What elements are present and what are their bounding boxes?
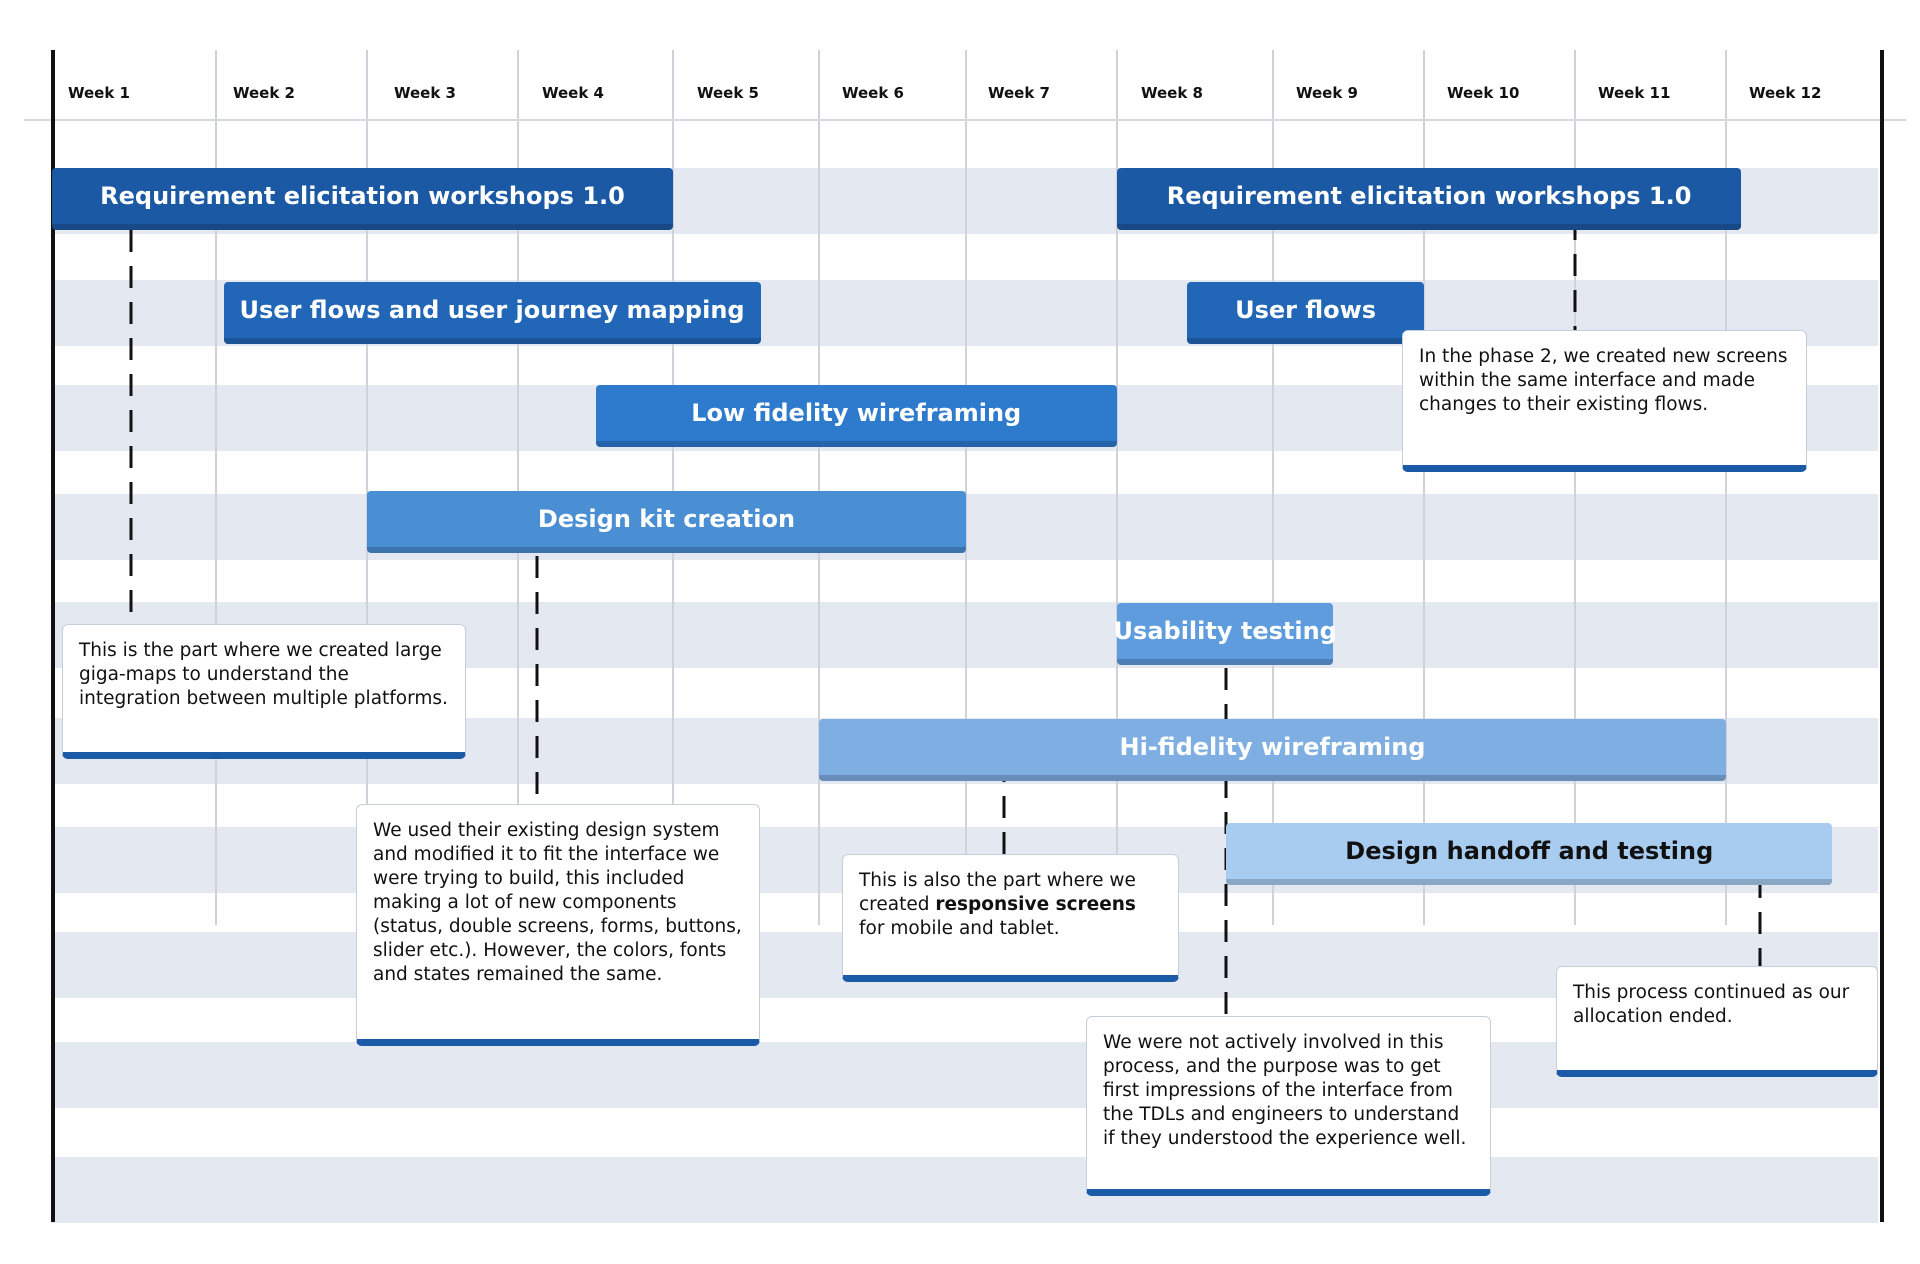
task-bar-label: Usability testing — [1113, 617, 1337, 645]
task-bar-label: User flows — [1235, 296, 1377, 324]
annotation-text: This process continued as our allocation… — [1573, 982, 1850, 1027]
task-bar[interactable]: Usability testing — [1114, 603, 1337, 665]
annotation-text: In the phase 2, we created new screens w… — [1419, 346, 1788, 415]
task-bar[interactable]: Requirement elicitation workshops 1.0 — [1117, 168, 1742, 230]
task-bar-label: Hi-fidelity wireframing — [1119, 733, 1426, 761]
task-bar-label: Requirement elicitation workshops 1.0 — [100, 182, 625, 210]
week-label: Week 8 — [1141, 84, 1203, 102]
annotation-allocation: This process continued as our allocation… — [1556, 966, 1878, 1077]
annotation-giga-maps: This is the part where we created large … — [62, 624, 466, 759]
week-label: Week 7 — [988, 84, 1050, 102]
week-label: Week 9 — [1296, 84, 1358, 102]
row-band — [52, 1157, 1878, 1223]
task-bar-label: Requirement elicitation workshops 1.0 — [1166, 182, 1692, 210]
week-label: Week 11 — [1598, 84, 1671, 102]
annotation-text-after: for mobile and tablet. — [859, 918, 1060, 939]
task-bar-label: Low fidelity wireframing — [691, 399, 1022, 427]
week-label: Week 6 — [842, 84, 904, 102]
week-label: Week 2 — [233, 84, 295, 102]
task-bar-label: Design kit creation — [537, 505, 796, 533]
annotation-responsive: This is also the part where we created r… — [842, 854, 1179, 982]
annotation-text-before: This is also the part where we created — [859, 870, 1136, 915]
annotation-text: This is the part where we created large … — [79, 640, 448, 709]
week-label: Week 1 — [68, 84, 130, 102]
annotation-usability: We were not actively involved in this pr… — [1086, 1016, 1491, 1196]
task-bar[interactable]: Requirement elicitation workshops 1.0 — [52, 168, 673, 230]
annotation-design-system: We used their existing design system and… — [356, 804, 760, 1046]
week-label: Week 12 — [1749, 84, 1822, 102]
task-bar[interactable]: Low fidelity wireframing — [595, 385, 1117, 447]
task-bar[interactable]: Design kit creation — [367, 491, 966, 553]
week-label: Week 5 — [697, 84, 759, 102]
task-bar[interactable]: Hi-fidelity wireframing — [819, 719, 1726, 781]
task-bar[interactable]: Design handoff and testing — [1226, 823, 1833, 885]
annotation-text-bold: responsive screens — [935, 894, 1136, 915]
annotation-phase2: In the phase 2, we created new screens w… — [1402, 330, 1807, 472]
task-bar[interactable]: User flows — [1187, 282, 1424, 344]
annotation-text: We used their existing design system and… — [373, 820, 742, 985]
task-bar-label: Design handoff and testing — [1345, 837, 1714, 865]
annotation-text: We were not actively involved in this pr… — [1103, 1032, 1467, 1149]
week-label: Week 4 — [542, 84, 604, 102]
task-bar[interactable]: User flows and user journey mapping — [223, 282, 761, 344]
week-label: Week 10 — [1447, 84, 1520, 102]
week-label: Week 3 — [394, 84, 456, 102]
task-bar-label: User flows and user journey mapping — [239, 296, 745, 324]
